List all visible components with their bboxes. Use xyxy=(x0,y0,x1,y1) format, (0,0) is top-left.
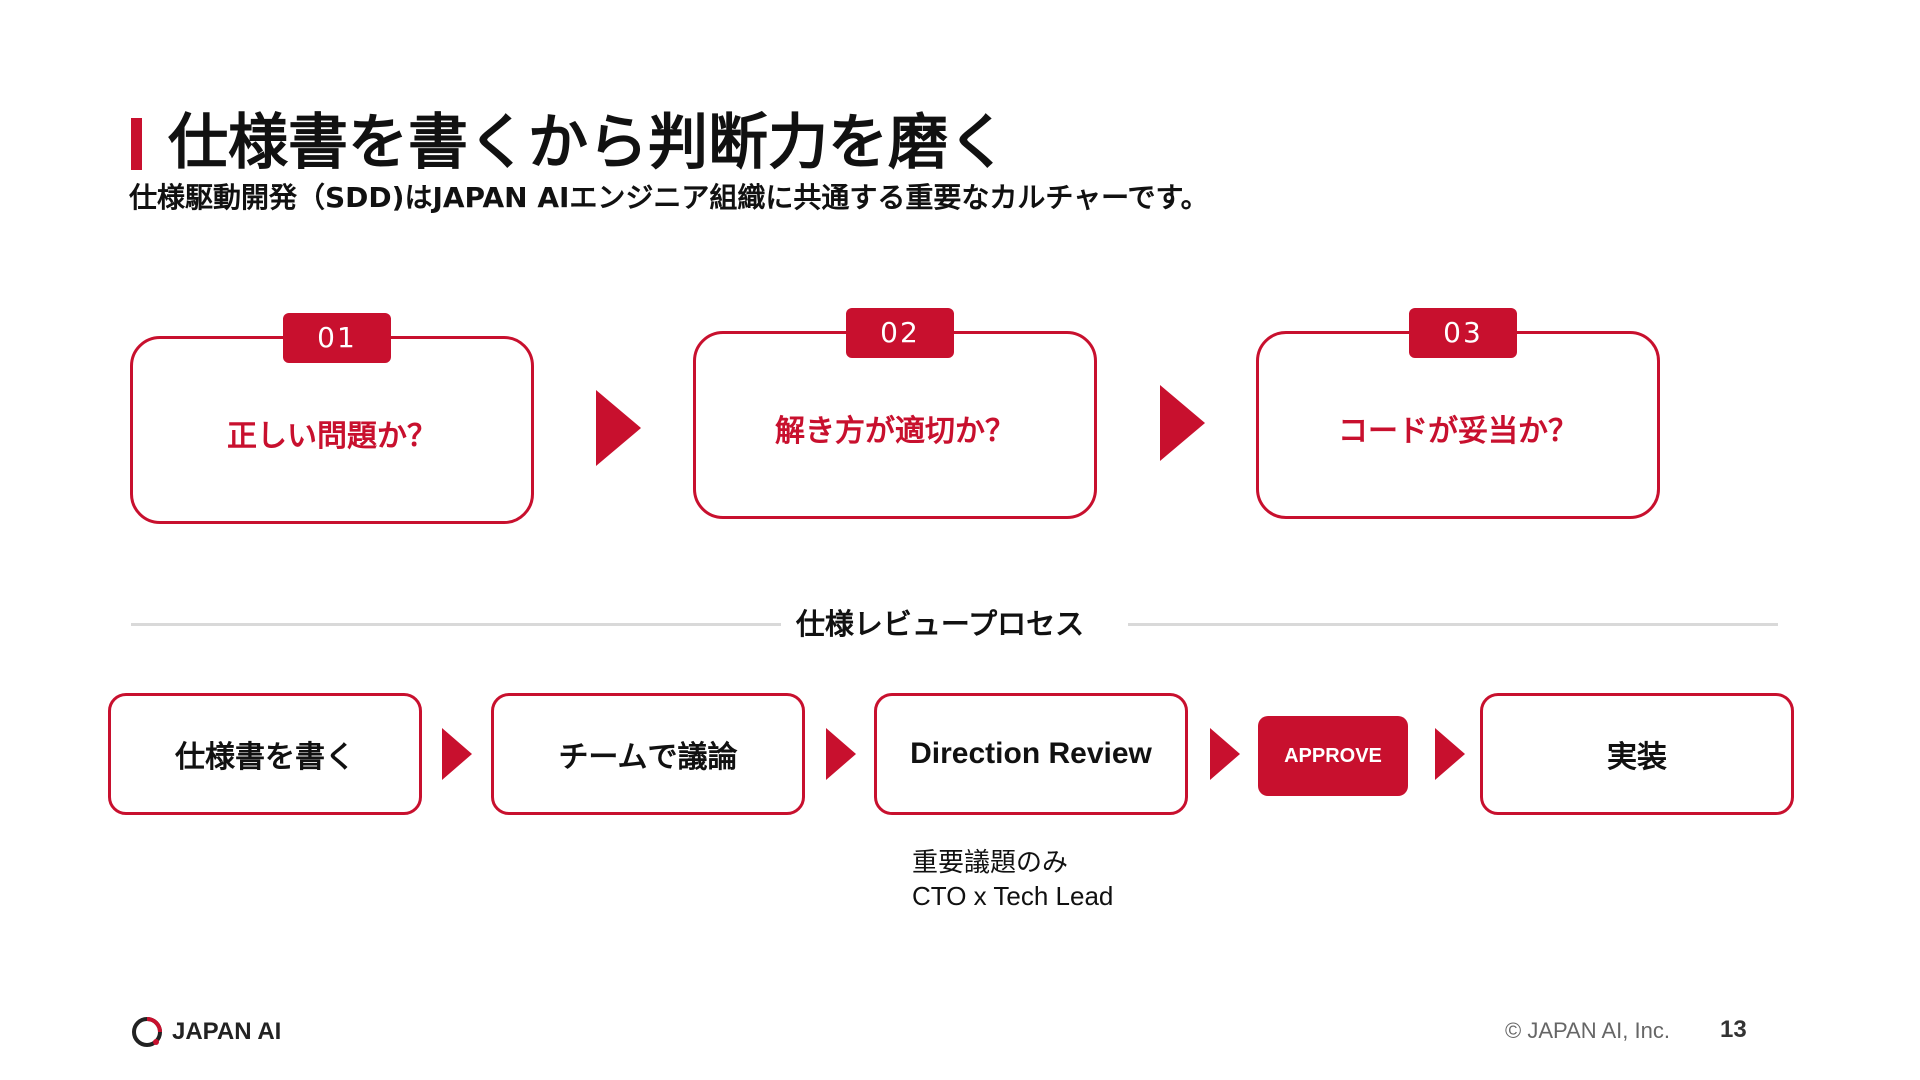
step-question: 正しい問題か？ xyxy=(227,419,437,454)
process-step-implementation: 実装 xyxy=(1480,693,1794,815)
step-card-03: コードが妥当か？ xyxy=(1256,331,1660,519)
note-line-2: CTO x Tech Lead xyxy=(912,881,1114,911)
step-arrow-icon xyxy=(1160,385,1205,461)
process-arrow-icon xyxy=(1210,728,1240,780)
step-number-badge: 01 xyxy=(283,313,391,363)
process-step-write-spec: 仕様書を書く xyxy=(108,693,422,815)
japan-ai-logo-icon xyxy=(132,1017,162,1047)
section-title: 仕様レビュープロセス xyxy=(795,607,1085,641)
page-title: 仕様書を書くから判断力を磨く xyxy=(168,108,1008,178)
step-arrow-icon xyxy=(596,390,641,466)
direction-review-note: 重要議題のみ CTO x Tech Lead xyxy=(912,845,1113,913)
step-number-badge: 03 xyxy=(1409,308,1517,358)
divider-line-right xyxy=(1128,623,1778,626)
process-arrow-icon xyxy=(1435,728,1465,780)
page-subtitle: 仕様駆動開発（SDD)はJAPAN AIエンジニア組織に共通する重要なカルチャー… xyxy=(129,181,1209,214)
process-step-direction-review: Direction Review xyxy=(874,693,1188,815)
company-logo: JAPAN AI xyxy=(130,1015,281,1049)
process-step-label: チームで議論 xyxy=(558,740,738,775)
process-step-label: Direction Review xyxy=(910,737,1152,770)
process-step-label: 実装 xyxy=(1607,740,1667,775)
step-question: 解き方が適切か？ xyxy=(775,414,1015,449)
step-question: コードが妥当か？ xyxy=(1338,414,1578,449)
process-step-label: 仕様書を書く xyxy=(175,740,355,775)
title-accent-bar xyxy=(131,118,142,170)
process-step-team-discussion: チームで議論 xyxy=(491,693,805,815)
process-arrow-icon xyxy=(442,728,472,780)
note-line-1: 重要議題のみ xyxy=(912,847,1069,877)
divider-line-left xyxy=(131,623,781,626)
copyright-text: © JAPAN AI, Inc. xyxy=(1505,1018,1670,1043)
process-arrow-icon xyxy=(826,728,856,780)
approve-badge: APPROVE xyxy=(1258,716,1408,796)
step-card-01: 正しい問題か？ xyxy=(130,336,534,524)
logo-text: JAPAN AI xyxy=(172,1018,282,1045)
step-card-02: 解き方が適切か？ xyxy=(693,331,1097,519)
step-number-badge: 02 xyxy=(846,308,954,358)
page-number: 13 xyxy=(1720,1016,1747,1043)
